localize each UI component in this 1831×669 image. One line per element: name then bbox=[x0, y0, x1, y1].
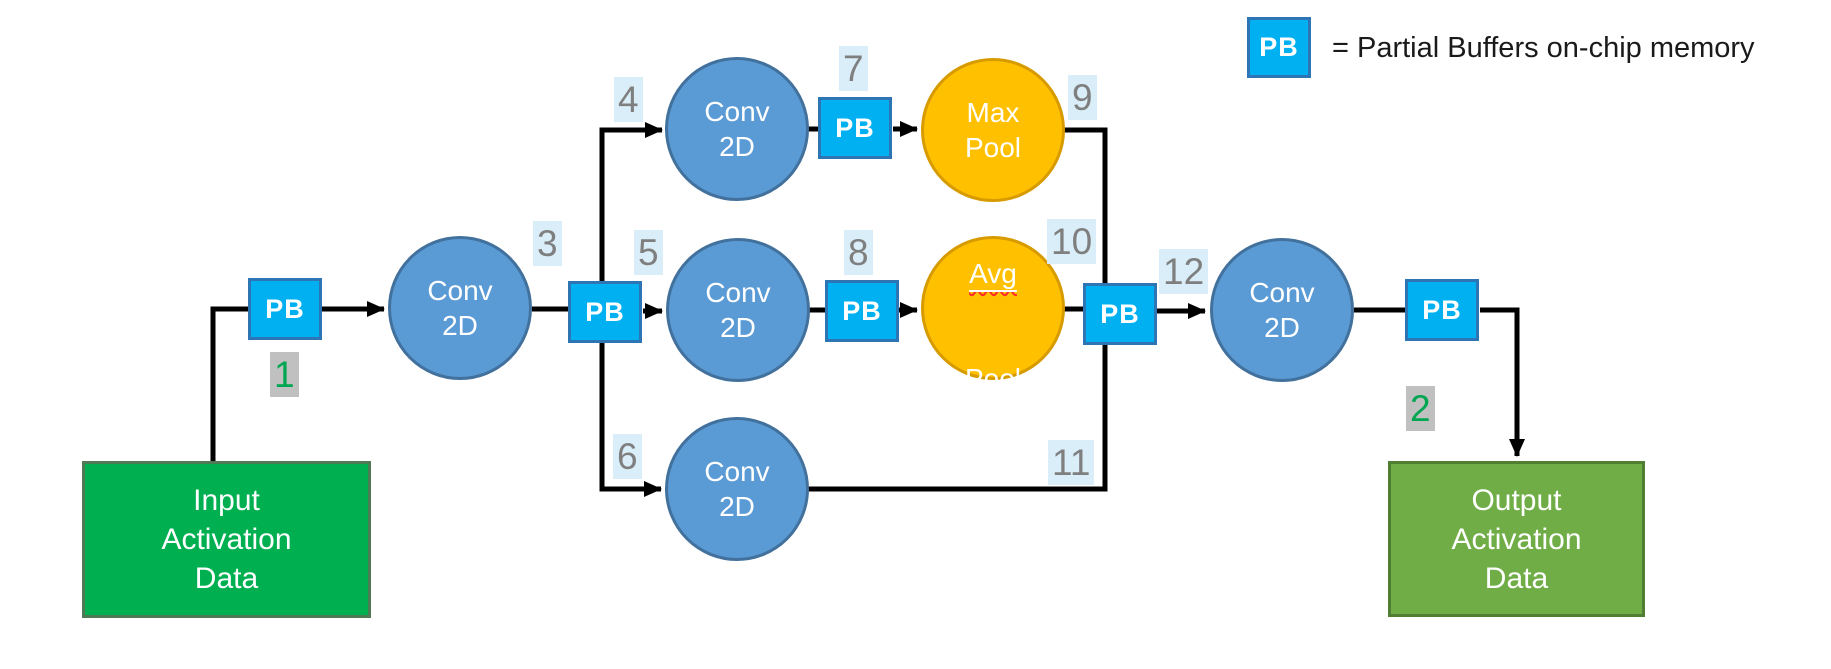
partial-buffer-4: PB bbox=[825, 280, 899, 342]
step-number-8: 8 bbox=[844, 230, 873, 275]
conv2d-node-top-branch: Conv 2D bbox=[665, 57, 809, 201]
wire-pb2-to-conv-bottom bbox=[599, 341, 662, 497]
step-number-7: 7 bbox=[839, 46, 868, 91]
avg-pool-label-line1: Avg bbox=[969, 257, 1017, 289]
conv2d-node-final: Conv 2D bbox=[1210, 238, 1354, 382]
input-activation-data-box: Input Activation Data bbox=[82, 461, 371, 618]
partial-buffer-final: PB bbox=[1405, 279, 1479, 341]
step-number-1: 1 bbox=[270, 352, 299, 397]
step-number-2: 2 bbox=[1406, 386, 1435, 431]
wire-input-to-pb1 bbox=[210, 306, 250, 461]
legend-pb-swatch: PB bbox=[1247, 17, 1311, 78]
step-number-4: 4 bbox=[614, 77, 643, 122]
wire-pb2-to-conv-top bbox=[599, 122, 663, 283]
avg-pool-label: Avg Pool bbox=[965, 221, 1021, 396]
step-number-3: 3 bbox=[533, 221, 562, 266]
step-number-5: 5 bbox=[634, 230, 663, 275]
step-number-11: 11 bbox=[1048, 440, 1095, 485]
conv2d-node-main: Conv 2D bbox=[388, 236, 532, 380]
wire-conv-bottom-to-merge bbox=[807, 345, 1108, 492]
partial-buffer-merge: PB bbox=[1083, 283, 1157, 345]
output-activation-data-box: Output Activation Data bbox=[1388, 461, 1645, 617]
partial-buffer-3: PB bbox=[818, 97, 892, 159]
wire-max-pool-to-merge bbox=[1063, 127, 1108, 285]
step-number-12: 12 bbox=[1159, 249, 1209, 294]
step-number-10: 10 bbox=[1047, 219, 1097, 264]
conv2d-node-bottom-branch: Conv 2D bbox=[665, 417, 809, 561]
max-pool-node: Max Pool bbox=[921, 58, 1065, 202]
avg-pool-label-line2: Pool bbox=[964, 362, 1022, 394]
step-number-9: 9 bbox=[1068, 75, 1097, 120]
partial-buffer-1: PB bbox=[248, 278, 322, 340]
avg-pool-node: Avg Pool bbox=[921, 236, 1065, 394]
partial-buffer-2: PB bbox=[568, 281, 642, 343]
step-number-6: 6 bbox=[613, 434, 642, 479]
conv2d-node-middle-branch: Conv 2D bbox=[666, 238, 810, 382]
legend-description: = Partial Buffers on-chip memory bbox=[1332, 32, 1755, 64]
wire-pb6-to-output bbox=[1480, 307, 1525, 457]
